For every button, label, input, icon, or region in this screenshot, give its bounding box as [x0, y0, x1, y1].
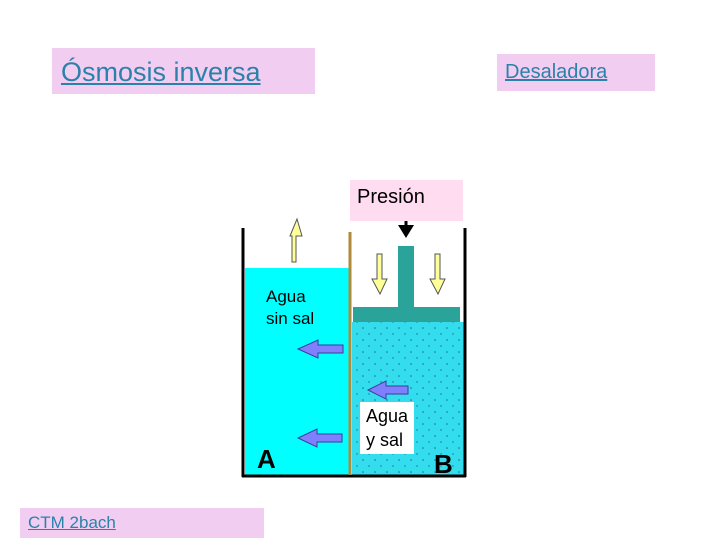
compartment-a-line-1: Agua	[266, 287, 306, 306]
compartment-b-label: Agua y sal	[360, 402, 415, 454]
compartment-a-label: Agua sin sal	[264, 285, 317, 331]
desaladora-link[interactable]: Desaladora	[497, 54, 655, 91]
water-flow-arrow-icon	[296, 339, 344, 359]
up-arrow-icon	[289, 217, 303, 263]
pressure-label: Presión	[350, 180, 463, 221]
title-link[interactable]: Ósmosis inversa	[52, 48, 315, 94]
piston-plate	[353, 307, 460, 322]
piston-rod	[398, 246, 414, 308]
ctm-2bach-link[interactable]: CTM 2bach	[20, 508, 264, 538]
compartment-a-letter: A	[257, 444, 276, 474]
water-flow-arrow-icon	[366, 380, 409, 400]
compartment-a-line-2: sin sal	[266, 309, 315, 328]
pressure-arrow-head	[398, 225, 414, 238]
compartment-b-line-1: Agua	[366, 406, 409, 426]
compartment-b-letter: B	[434, 449, 453, 479]
compartment-b-line-2: y sal	[366, 430, 404, 450]
down-arrow-icon	[429, 253, 446, 296]
water-flow-arrow-icon	[296, 428, 343, 448]
down-arrow-icon	[371, 253, 388, 296]
